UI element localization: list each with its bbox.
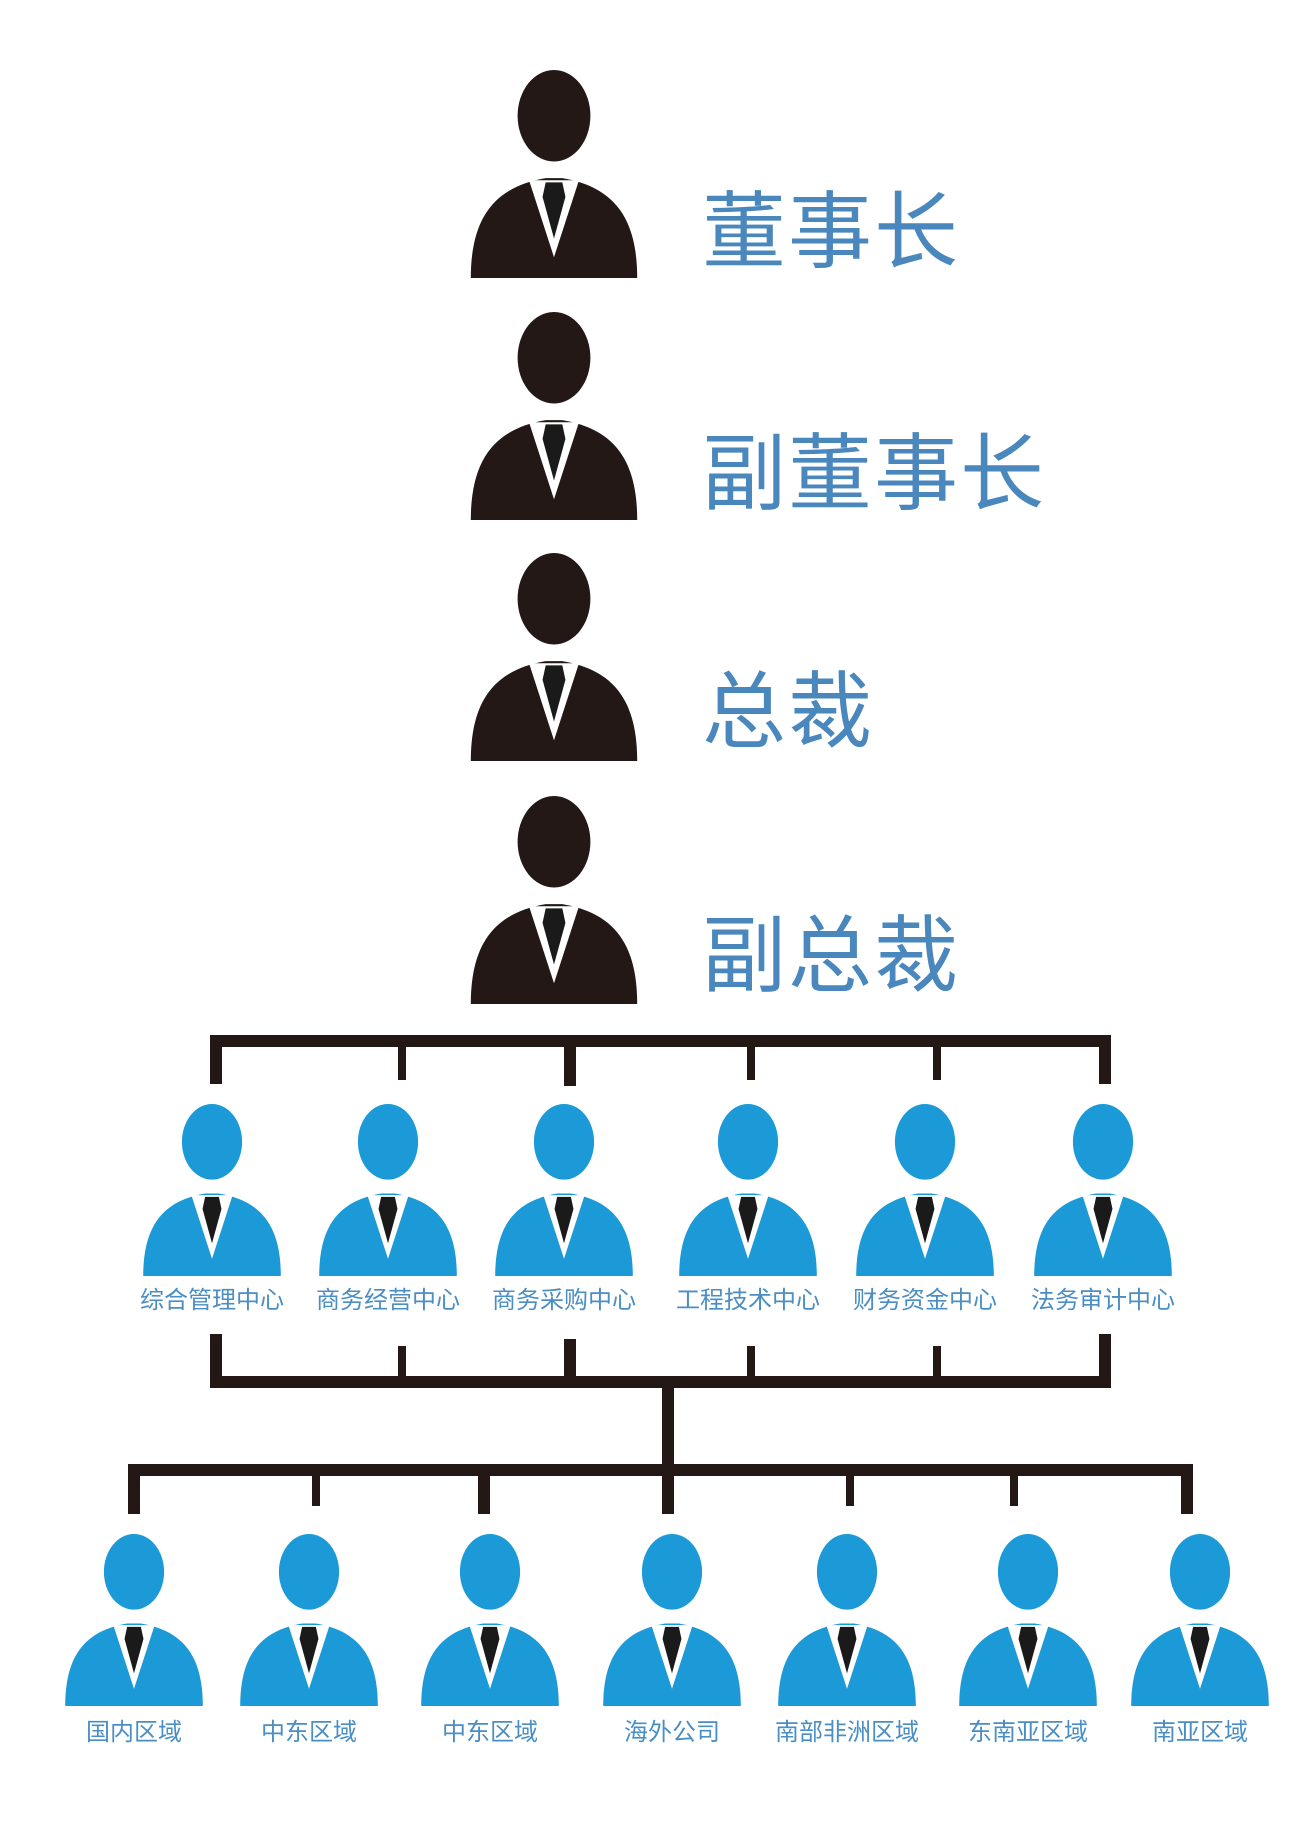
center-person-icon-0: [143, 1104, 281, 1276]
region-person-icon-5: [959, 1534, 1097, 1706]
exec-person-icon-2: [470, 553, 638, 761]
exec-person-icon-3: [470, 796, 638, 1004]
region-label: 南亚区域: [1152, 1718, 1248, 1746]
region-label: 国内区域: [86, 1718, 182, 1746]
center-label: 商务经营中心: [316, 1286, 460, 1314]
center-label: 财务资金中心: [853, 1286, 997, 1314]
center-person-icon-1: [319, 1104, 457, 1276]
center-label: 商务采购中心: [492, 1286, 636, 1314]
center-person-icon-5: [1034, 1104, 1172, 1276]
region-person-icon-4: [778, 1534, 916, 1706]
center-label: 综合管理中心: [140, 1286, 284, 1314]
center-person-icon-3: [679, 1104, 817, 1276]
center-person-icon-4: [856, 1104, 994, 1276]
exec-title-vice-president: 副总裁: [702, 907, 961, 1005]
exec-title-vice-chairman: 副董事长: [702, 425, 1047, 523]
region-label: 南部非洲区域: [775, 1718, 919, 1746]
center-label: 法务审计中心: [1031, 1286, 1175, 1314]
exec-person-icon-1: [470, 312, 638, 520]
region-label: 东南亚区域: [968, 1718, 1088, 1746]
exec-title-chairman: 董事长: [702, 183, 961, 281]
region-person-icon-0: [65, 1534, 203, 1706]
exec-title-president: 总裁: [702, 663, 875, 761]
region-label: 中东区域: [261, 1718, 357, 1746]
region-person-icon-3: [603, 1534, 741, 1706]
region-person-icon-1: [240, 1534, 378, 1706]
region-label: 海外公司: [624, 1718, 720, 1746]
exec-person-icon-0: [470, 70, 638, 278]
region-person-icon-6: [1131, 1534, 1269, 1706]
region-label: 中东区域: [442, 1718, 538, 1746]
center-label: 工程技术中心: [676, 1286, 820, 1314]
center-person-icon-2: [495, 1104, 633, 1276]
region-person-icon-2: [421, 1534, 559, 1706]
